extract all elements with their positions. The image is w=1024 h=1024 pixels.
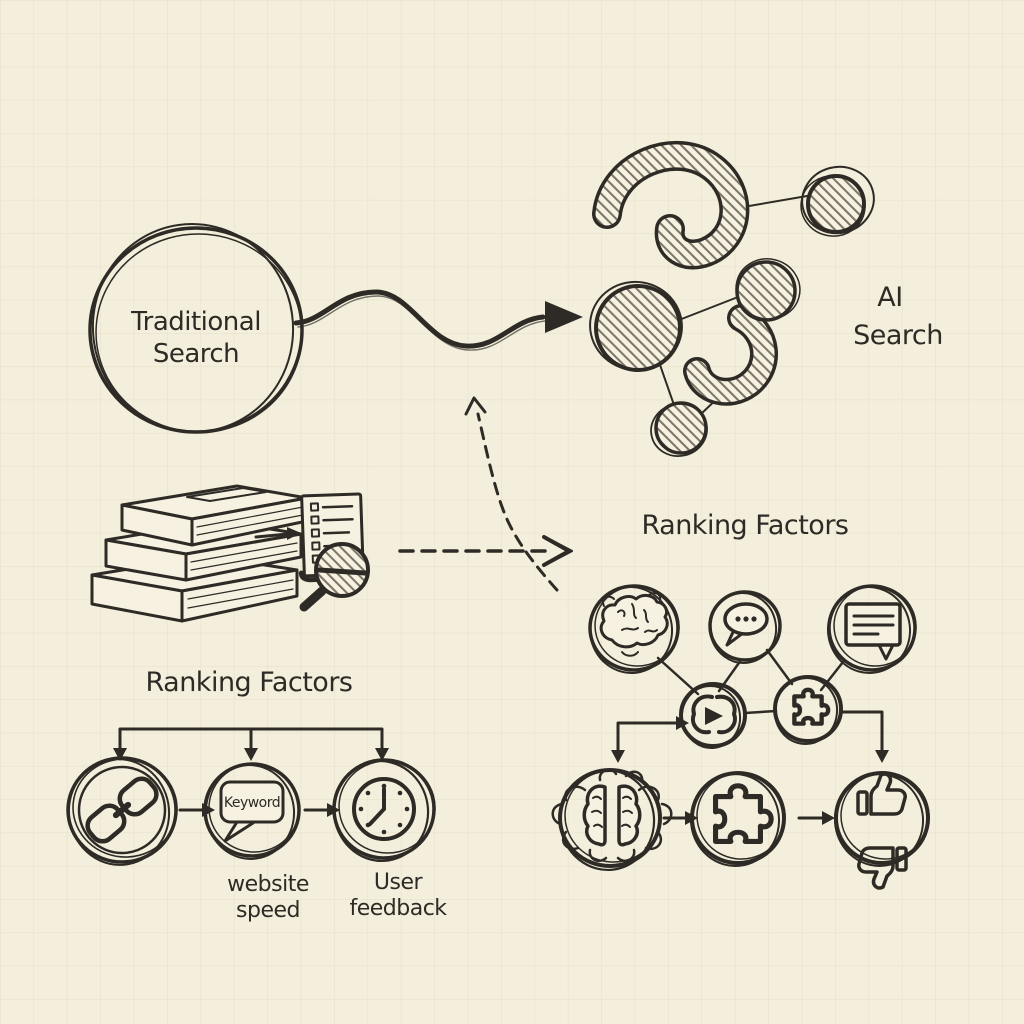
ai-search-label-line2: Search: [853, 320, 943, 351]
brain-side-node: [588, 584, 680, 674]
corner-arrow-right: [839, 710, 889, 763]
books-icon: [90, 484, 309, 623]
ranking-factors-right-heading: Ranking Factors: [641, 510, 848, 541]
user-feedback-label-line2: feedback: [349, 896, 447, 921]
ai-node-small: [650, 401, 708, 457]
ai-node-large: [589, 280, 683, 372]
chain-link-icon: [85, 776, 159, 844]
website-speed-label-line2: speed: [236, 898, 300, 923]
user-feedback-label-line1: User: [374, 870, 424, 895]
clock-node: [332, 758, 436, 863]
ranking-factors-left-heading: Ranking Factors: [145, 667, 352, 698]
keyword-bubble-label: Keyword: [224, 795, 280, 811]
magnifier-icon: [299, 542, 370, 612]
ai-node-topright: [800, 165, 875, 237]
traditional-search-label-line1: Traditional: [130, 307, 261, 337]
ai-search-label-line1: AI: [877, 282, 902, 313]
thumbs-node: [833, 771, 930, 890]
message-icon: [844, 602, 902, 661]
ai-swirl-top: [592, 140, 750, 270]
ai-network-icon: [589, 140, 875, 457]
brain-side-icon: [599, 592, 669, 657]
puzzle-to-thumbs-arrow: [797, 811, 835, 825]
website-speed-label-line1: website: [227, 872, 309, 897]
traditional-search-label-line2: Search: [153, 339, 239, 369]
books-to-checklist-arrow: [254, 527, 301, 540]
dashed-arrow-up-icon: [464, 396, 559, 592]
chain-link-node: [66, 756, 178, 866]
clock-icon: [352, 777, 416, 841]
brain-top-node: [551, 768, 673, 872]
left-bracket-arrows: [113, 727, 389, 761]
ai-swirl-comma: [683, 304, 778, 406]
puzzle-large-node: [689, 771, 786, 867]
wavy-arrow-icon: [293, 289, 583, 351]
keyword-bubble-icon: [219, 780, 285, 843]
dashed-arrow-right-icon: [398, 535, 574, 567]
chat-dots-node: [708, 590, 782, 664]
ai-node-mid: [735, 258, 801, 322]
chat-dots-icon: [723, 602, 769, 647]
puzzle-node: [773, 675, 843, 745]
ai-core-node: [679, 682, 747, 749]
keyword-node: [203, 762, 301, 860]
ai-core-icon: [691, 694, 737, 735]
brain-top-icon: [551, 768, 673, 862]
message-node: [826, 584, 917, 674]
traditional-search-circle: [88, 223, 304, 434]
